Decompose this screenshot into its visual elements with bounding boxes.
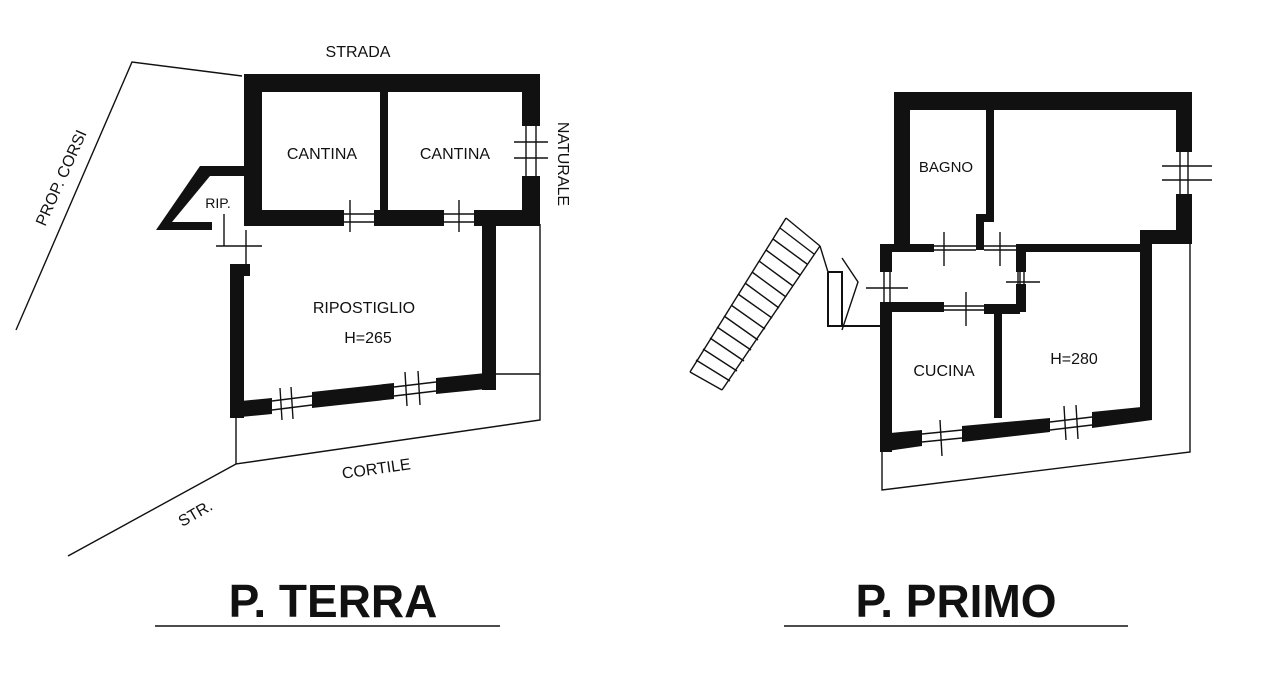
window-south-cucina xyxy=(921,419,963,457)
wall xyxy=(244,210,344,226)
wall xyxy=(230,264,250,276)
wall-rip xyxy=(156,166,244,230)
window-south-1 xyxy=(271,386,313,421)
wall xyxy=(244,74,262,224)
door-room xyxy=(984,232,1016,266)
staircase xyxy=(689,217,829,391)
label-cantina-1: CANTINA xyxy=(287,146,358,163)
wall xyxy=(436,372,496,394)
label-rip: RIP. xyxy=(205,195,230,211)
wall xyxy=(1176,92,1192,152)
property-line-street-corner xyxy=(67,463,237,557)
label-strada: STRADA xyxy=(326,44,391,61)
window-east-first xyxy=(1162,152,1212,194)
wall xyxy=(230,398,272,418)
wall xyxy=(986,110,994,218)
wall xyxy=(1016,244,1142,252)
wall xyxy=(230,274,244,418)
door-rip xyxy=(216,214,262,266)
wall xyxy=(1140,230,1192,244)
title-ground-floor: P. TERRA xyxy=(229,575,438,627)
door-entrance xyxy=(866,272,908,302)
door-cucina xyxy=(944,292,984,326)
wall xyxy=(312,383,394,408)
label-ripostiglio: RIPOSTIGLIO xyxy=(313,300,415,317)
door-bagno xyxy=(934,232,976,266)
label-height-first: H=280 xyxy=(1050,351,1098,368)
wall xyxy=(1140,240,1152,420)
landing xyxy=(827,271,880,327)
label-cantina-2: CANTINA xyxy=(420,146,491,163)
wall xyxy=(1092,406,1152,428)
wall xyxy=(894,92,1192,110)
window-south-room xyxy=(1049,404,1093,441)
wall xyxy=(880,430,922,452)
wall xyxy=(482,224,496,390)
label-bagno: BAGNO xyxy=(919,159,973,176)
wall xyxy=(1016,284,1026,312)
wall xyxy=(374,210,444,226)
first-floor-plan xyxy=(689,92,1212,491)
door-cantina-2 xyxy=(444,200,474,232)
wall xyxy=(380,92,388,214)
window-east xyxy=(514,126,548,176)
property-line-first xyxy=(881,244,1191,491)
wall xyxy=(880,244,892,272)
wall xyxy=(880,302,892,452)
wall xyxy=(994,304,1002,418)
property-line-prop-corsi xyxy=(15,61,243,331)
wall xyxy=(522,74,540,126)
label-cucina: CUCINA xyxy=(913,363,975,380)
wall xyxy=(894,92,910,248)
door-cantina-1 xyxy=(344,200,374,232)
label-height-ground: H=265 xyxy=(344,330,392,347)
window-south-2 xyxy=(393,370,437,407)
wall xyxy=(976,214,984,250)
wall xyxy=(244,74,540,92)
ground-floor-plan xyxy=(15,61,548,557)
wall xyxy=(474,210,540,226)
door-room-corridor xyxy=(1006,270,1040,296)
wall xyxy=(1016,244,1026,272)
wall xyxy=(962,418,1050,442)
wall xyxy=(880,302,944,312)
title-first-floor: P. PRIMO xyxy=(855,575,1056,627)
wall xyxy=(976,214,994,222)
door-landing-swing xyxy=(841,257,859,331)
wall xyxy=(880,244,934,252)
label-cortile: CORTILE xyxy=(341,456,412,482)
label-str: STR. xyxy=(176,498,216,531)
label-naturale: NATURALE xyxy=(554,122,571,206)
property-line-courtyard xyxy=(235,224,541,465)
